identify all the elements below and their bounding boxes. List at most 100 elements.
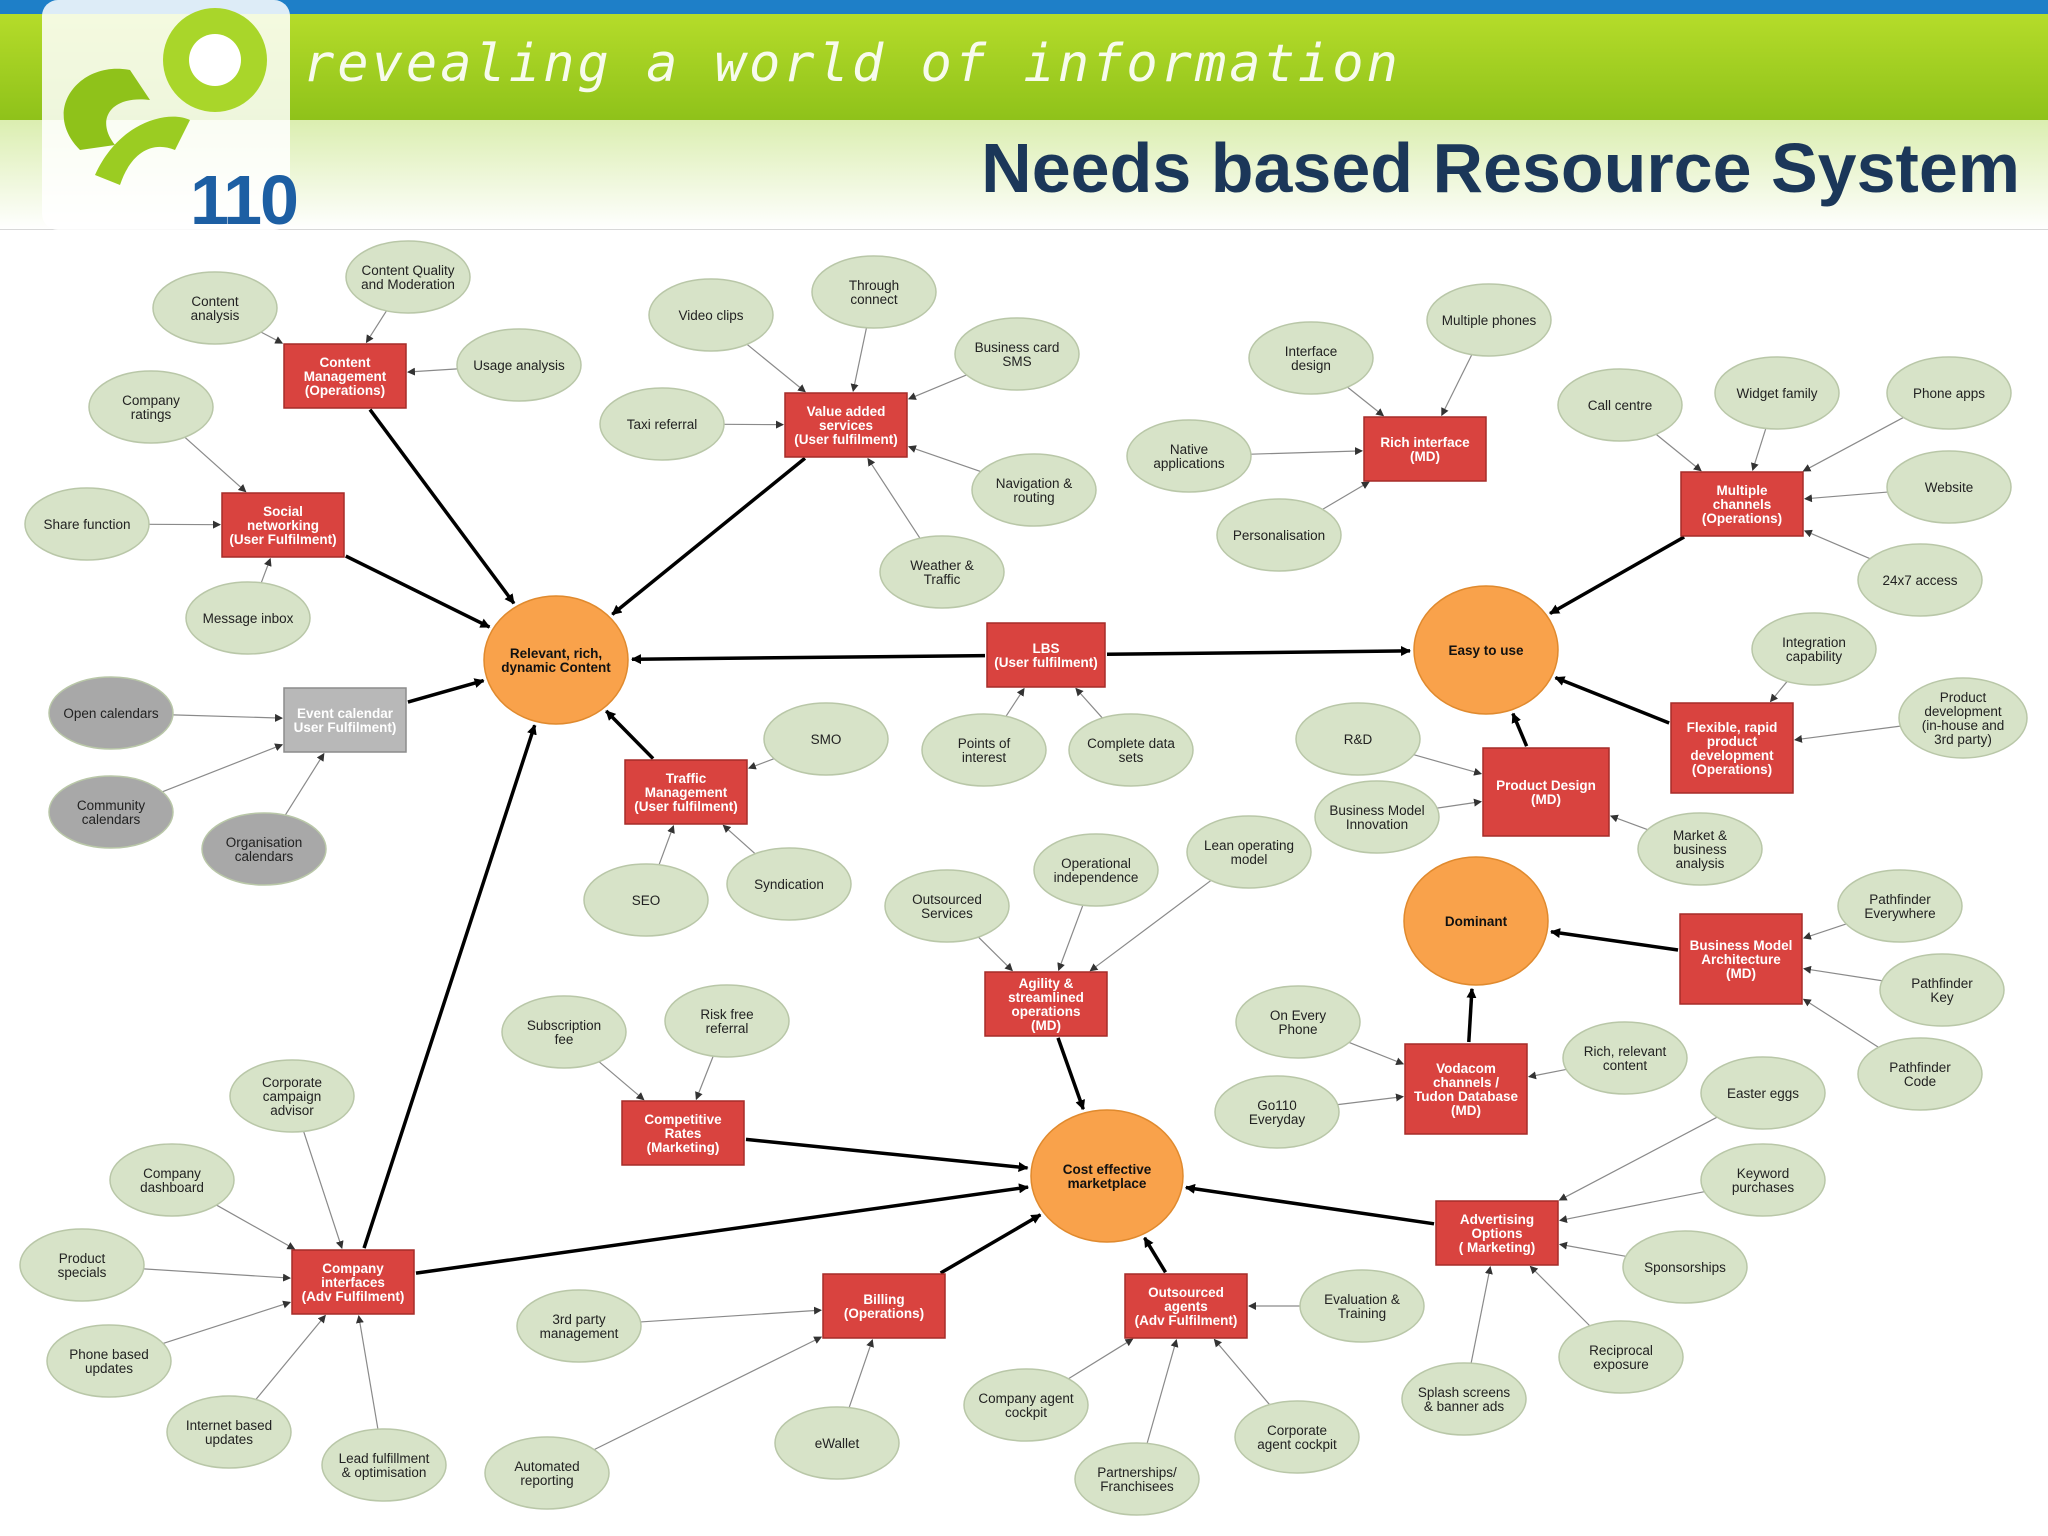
node-shape xyxy=(1363,416,1487,482)
node-shape xyxy=(986,622,1106,688)
node-shape xyxy=(1557,368,1683,442)
node-shape xyxy=(984,971,1108,1037)
node-shape xyxy=(1426,283,1552,357)
node-shape xyxy=(1622,1230,1748,1304)
node-e-nav: Navigation &routing xyxy=(971,453,1097,527)
node-shape xyxy=(1637,812,1763,886)
node-shape xyxy=(291,1249,415,1315)
node-shape xyxy=(1670,702,1794,794)
node-shape xyxy=(19,1228,145,1302)
node-shape xyxy=(1124,1273,1248,1339)
node-e-smo: SMO xyxy=(763,702,889,776)
node-shape xyxy=(1879,953,2005,1027)
connector-e_reciprocal-to-box_adv xyxy=(1529,1265,1591,1327)
node-e-synd: Syndication xyxy=(726,847,852,921)
node-shape xyxy=(1186,815,1312,889)
node-shape xyxy=(185,581,311,655)
node-label: Rich interface(MD) xyxy=(1380,435,1470,464)
connector-e_oep-to-box_vodacom xyxy=(1348,1041,1405,1066)
node-shape xyxy=(1235,985,1361,1059)
node-e-open-cal: Open calendars xyxy=(48,676,174,750)
connector-e_smo-to-box_traffic xyxy=(747,758,775,770)
connector-e_pf_everywhere-to-box_bma xyxy=(1802,923,1847,940)
connector-e_outsourced-to-box_agility xyxy=(977,936,1013,972)
node-shape xyxy=(1295,702,1421,776)
arrow-box_flex-to-hub_easy xyxy=(1554,676,1670,725)
node-shape xyxy=(1680,471,1804,537)
node-shape xyxy=(321,1428,447,1502)
node-label: Multiple phones xyxy=(1442,313,1537,328)
node-e-sponsor: Sponsorships xyxy=(1622,1230,1748,1304)
node-box-lbs: LBS(User fulfilment) xyxy=(986,622,1106,688)
connector-e_website-to-box_multi xyxy=(1803,491,1888,503)
connector-e_proddev-to-box_flex xyxy=(1793,725,1901,743)
node-label: SMO xyxy=(811,732,842,747)
node-label: Sponsorships xyxy=(1644,1260,1726,1275)
connector-e_open_cal-to-box_event xyxy=(172,713,284,722)
node-shape xyxy=(1898,677,2028,759)
connector-e_cqm-to-box_content_mgmt xyxy=(365,310,388,344)
arrow-box_vodacom-to-hub_dominant xyxy=(1466,987,1477,1043)
connector-e_splash-to-box_adv xyxy=(1470,1265,1493,1364)
node-shape xyxy=(48,676,174,750)
connector-e_pf_key-to-box_bma xyxy=(1802,965,1883,982)
node-shape xyxy=(1679,913,1803,1005)
node-label: Share function xyxy=(43,517,130,532)
connector-e_cds-to-box_lbs xyxy=(1075,687,1103,719)
node-shape xyxy=(621,1100,745,1166)
node-shape xyxy=(1030,1109,1184,1243)
node-hub-dominant: Dominant xyxy=(1403,856,1549,986)
connector-e_autorep-to-box_billing xyxy=(593,1336,823,1451)
node-label: Product Design(MD) xyxy=(1496,778,1596,807)
node-label: Easy to use xyxy=(1448,643,1524,658)
connector-e_cdash-to-box_company xyxy=(216,1204,296,1250)
node-shape xyxy=(1216,498,1342,572)
node-shape xyxy=(1068,713,1194,787)
connector-e_multiphones-to-box_rich xyxy=(1441,354,1473,417)
node-label: Widget family xyxy=(1736,386,1817,401)
node-shape xyxy=(166,1395,292,1469)
node-shape xyxy=(1234,1400,1360,1474)
node-label: Usage analysis xyxy=(473,358,565,373)
node-label: SEO xyxy=(632,893,661,908)
connector-e_community_cal-to-box_event xyxy=(162,743,284,793)
node-label: Personalisation xyxy=(1233,528,1325,543)
connector-e_netupd-to-box_company xyxy=(255,1314,326,1400)
